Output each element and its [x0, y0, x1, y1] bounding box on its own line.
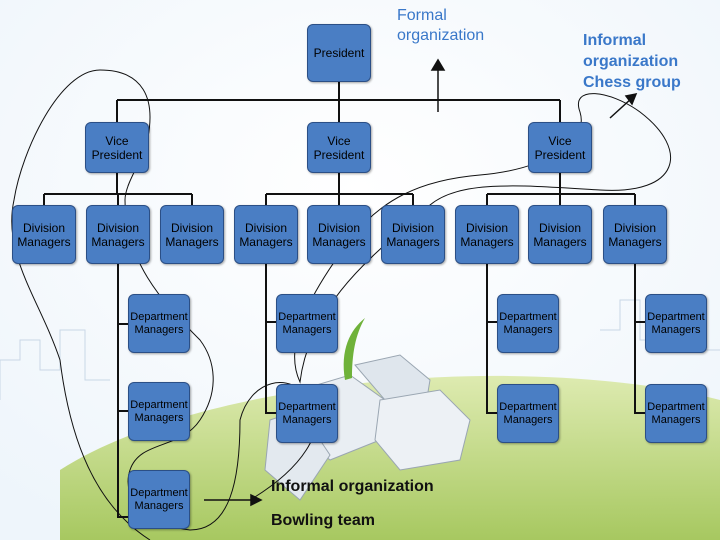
node-division-4: Division Managers	[307, 205, 371, 264]
node-department-d1: Department Managers	[645, 294, 707, 353]
node-division-outer: Division Managers	[12, 205, 76, 264]
node-department-c1: Department Managers	[497, 294, 559, 353]
node-division-7: Division Managers	[528, 205, 592, 264]
node-department-c2: Department Managers	[497, 384, 559, 443]
node-division-6: Division Managers	[455, 205, 519, 264]
node-vp-right: Vice President	[528, 122, 592, 173]
node-department-d2: Department Managers	[645, 384, 707, 443]
node-president: President	[307, 24, 371, 82]
informal-bowling-subtitle: Bowling team	[271, 512, 376, 529]
node-division-3: Division Managers	[234, 205, 298, 264]
node-division-5: Division Managers	[381, 205, 445, 264]
formal-organization-label: Formal organization	[397, 7, 485, 44]
informal-chess-arrow	[609, 92, 638, 119]
node-department-a1: Department Managers	[128, 294, 190, 353]
node-department-b2: Department Managers	[276, 384, 338, 443]
formal-arrow	[430, 58, 446, 112]
node-division-2: Division Managers	[160, 205, 224, 264]
node-vp-left: Vice President	[85, 122, 149, 173]
node-vp-center: Vice President	[307, 122, 371, 173]
informal-bowling-title: Informal organization	[271, 478, 434, 495]
node-division-1: Division Managers	[86, 205, 150, 264]
node-department-a2: Department Managers	[128, 382, 190, 441]
node-department-a3: Department Managers	[128, 470, 190, 529]
node-division-8: Division Managers	[603, 205, 667, 264]
node-department-b1: Department Managers	[276, 294, 338, 353]
informal-chess-group-label: Informal organization Chess group	[583, 32, 681, 91]
plant-sprout	[343, 318, 365, 380]
connector-lines	[43, 82, 645, 518]
